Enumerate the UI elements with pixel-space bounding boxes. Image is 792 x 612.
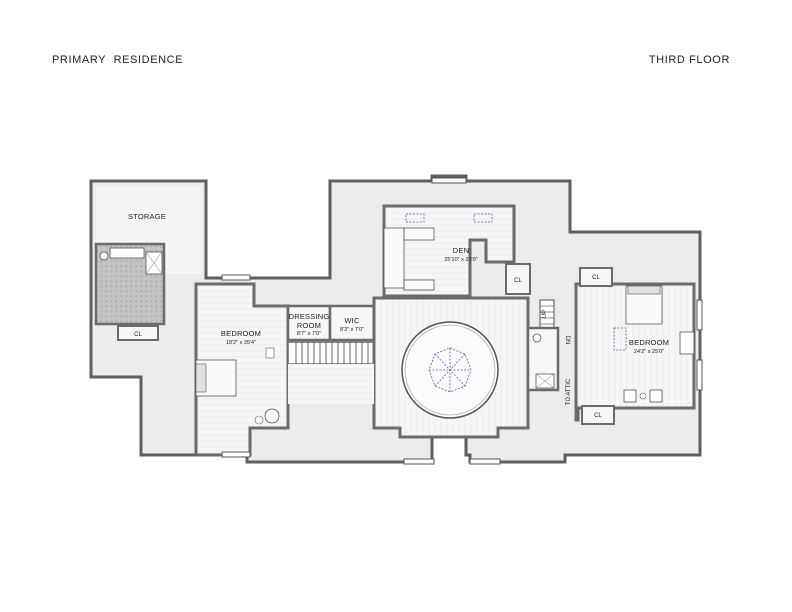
cl-den-label: CL xyxy=(514,278,522,284)
plan-header-left: PRIMARY RESIDENCE xyxy=(52,54,184,66)
east-chair-icon-2 xyxy=(649,389,663,403)
dressing-room-label-line1: DRESSING xyxy=(289,312,330,321)
den-closet: CL xyxy=(505,263,531,295)
bedroom-west-label: BEDROOM xyxy=(221,329,261,338)
windows xyxy=(221,177,703,465)
dressing-room: DRESSING ROOM 8'7" x 7'0" xyxy=(286,304,332,342)
dressing-room-label-line2: ROOM xyxy=(297,321,321,330)
sofa-icon xyxy=(383,227,405,289)
fireplace-icon xyxy=(265,347,275,359)
dressing-room-dims: 8'7" x 7'0" xyxy=(297,331,321,337)
to-attic-label: TO ATTIC xyxy=(566,378,572,405)
den-label: DEN xyxy=(453,246,469,255)
west-closet: CL xyxy=(117,325,159,341)
cl-east-top-label: CL xyxy=(592,275,600,281)
den: DEN 25'10" x 23'0" xyxy=(382,204,516,298)
wic-dims: 8'3" x 7'0" xyxy=(340,327,364,333)
west-stair: DN xyxy=(287,341,386,365)
central-hall xyxy=(288,296,530,439)
chair-icon xyxy=(264,408,280,424)
cl-west-label: CL xyxy=(134,332,142,338)
east-fireplace-icon xyxy=(679,331,695,355)
wic: WIC 8'3" x 7'0" xyxy=(328,304,376,342)
east-stair: UP DN xyxy=(539,299,570,345)
vanity-icon xyxy=(109,247,145,259)
up-east-label: UP xyxy=(542,310,548,318)
den-skylight-icon-1 xyxy=(405,213,425,223)
east-bath xyxy=(526,326,560,392)
east-toilet-icon xyxy=(532,333,542,343)
bedroom-east-dims: 24'2" x 25'0" xyxy=(634,349,664,355)
east-chair-icon-1 xyxy=(623,389,637,403)
side-table-icon xyxy=(254,415,264,425)
east-closet-top: CL xyxy=(579,267,613,287)
west-bath xyxy=(94,242,166,326)
dn-east-label: DN xyxy=(564,336,570,345)
den-dims: 25'10" x 23'0" xyxy=(444,257,477,263)
wic-label: WIC xyxy=(344,316,360,325)
east-bedroom: BEDROOM 24'2" x 25'0" xyxy=(574,282,696,422)
bedroom-west-dims: 18'2" x 35'4" xyxy=(226,340,256,346)
storage-label: STORAGE xyxy=(128,212,166,221)
east-closet-bottom: CL xyxy=(581,405,615,425)
den-skylight-icon-2 xyxy=(473,213,493,223)
toilet-icon xyxy=(99,251,109,261)
cl-east-bottom-label: CL xyxy=(594,413,602,419)
west-bedroom: BEDROOM 18'2" x 35'4" xyxy=(194,282,290,457)
bedroom-east-label: BEDROOM xyxy=(629,338,669,347)
east-skylight-icon xyxy=(613,327,627,351)
skylight-icon xyxy=(428,347,472,393)
plan-header-right: THIRD FLOOR xyxy=(648,54,730,66)
